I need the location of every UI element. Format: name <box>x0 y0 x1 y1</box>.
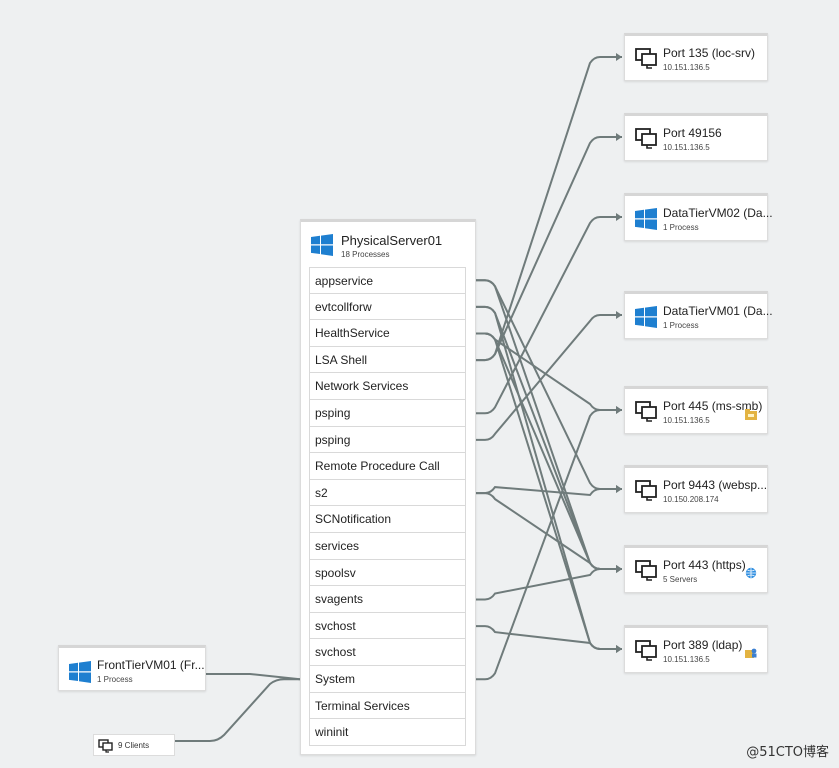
connection-line <box>465 568 622 601</box>
monitor-stack-icon <box>635 401 659 428</box>
target-title: Port 9443 (websp... <box>663 478 768 492</box>
frontend-node[interactable]: FrontTierVM01 (Fr... 1 Process <box>58 645 206 691</box>
monitor-stack-icon <box>635 560 659 587</box>
frontend-subtitle: 1 Process <box>97 675 133 684</box>
windows-logo-icon <box>311 234 333 261</box>
target-subtitle: 10.151.136.5 <box>663 416 710 425</box>
connection-line <box>465 136 622 362</box>
server-subtitle: 18 Processes <box>341 250 390 259</box>
watermark: @51CTO博客 <box>746 745 829 760</box>
target-title: Port 445 (ms-smb) <box>663 399 763 413</box>
target-node-t7[interactable]: Port 389 (ldap) 10.151.136.5 <box>624 625 768 673</box>
target-node-t1[interactable]: Port 49156 10.151.136.5 <box>624 113 768 161</box>
arrow-head <box>616 645 622 653</box>
target-subtitle: 1 Process <box>663 223 699 232</box>
target-title: DataTierVM02 (Da... <box>663 206 773 220</box>
target-subtitle: 10.151.136.5 <box>663 655 710 664</box>
directory-icon <box>745 646 757 664</box>
monitor-stack-icon <box>98 739 114 758</box>
process-row[interactable]: psping <box>309 426 466 454</box>
process-row[interactable]: s2 <box>309 479 466 507</box>
process-row[interactable]: spoolsv <box>309 559 466 587</box>
target-node-t2[interactable]: DataTierVM02 (Da... 1 Process <box>624 193 773 241</box>
target-subtitle: 1 Process <box>663 321 699 330</box>
process-row[interactable]: psping <box>309 399 466 427</box>
process-row[interactable]: wininit <box>309 719 466 746</box>
connection-line <box>465 625 622 650</box>
process-row[interactable]: appservice <box>309 267 466 294</box>
process-row[interactable]: svchost <box>309 639 466 666</box>
connection-line <box>465 305 622 650</box>
globe-icon <box>745 566 757 584</box>
arrow-head <box>616 485 622 493</box>
clients-label: 9 Clients <box>118 741 150 750</box>
connection-line <box>465 279 622 570</box>
clients-node[interactable]: 9 Clients <box>93 734 175 756</box>
windows-logo-icon <box>635 208 657 235</box>
arrow-head <box>616 565 622 573</box>
target-node-t3[interactable]: DataTierVM01 (Da... 1 Process <box>624 291 773 339</box>
process-row[interactable]: services <box>309 532 466 560</box>
process-row[interactable]: Network Services <box>309 373 466 400</box>
connection-line <box>206 673 308 681</box>
windows-logo-icon <box>635 306 657 333</box>
target-title: DataTierVM01 (Da... <box>663 304 773 318</box>
arrow-head <box>616 213 622 221</box>
connection-line <box>465 314 622 441</box>
process-row[interactable]: SCNotification <box>309 506 466 533</box>
connection-line <box>175 678 308 742</box>
target-title: Port 389 (ldap) <box>663 638 743 652</box>
target-subtitle: 10.151.136.5 <box>663 63 710 72</box>
server-title: PhysicalServer01 <box>341 233 443 248</box>
folder-share-icon <box>745 407 757 425</box>
target-subtitle: 5 Servers <box>663 575 698 584</box>
target-title: Port 443 (https) <box>663 558 746 572</box>
target-title: Port 135 (loc-srv) <box>663 46 756 60</box>
target-node-t4[interactable]: Port 445 (ms-smb) 10.151.136.5 <box>624 386 768 434</box>
arrow-head <box>616 53 622 61</box>
target-subtitle: 10.151.136.5 <box>663 143 710 152</box>
connection-line <box>465 305 622 570</box>
process-row[interactable]: System <box>309 665 466 693</box>
arrow-head <box>616 133 622 141</box>
monitor-stack-icon <box>635 128 659 155</box>
process-row[interactable]: LSA Shell <box>309 346 466 374</box>
process-row[interactable]: Terminal Services <box>309 692 466 720</box>
windows-logo-icon <box>69 661 91 688</box>
monitor-stack-icon <box>635 48 659 75</box>
target-title: Port 49156 <box>663 126 722 140</box>
arrow-head <box>616 406 622 414</box>
arrow-head <box>616 311 622 319</box>
server-node[interactable]: PhysicalServer01 18 Processes appservice… <box>300 219 476 755</box>
process-row[interactable]: svchost <box>309 612 466 640</box>
target-subtitle: 10.150.208.174 <box>663 495 719 504</box>
process-row[interactable]: HealthService <box>309 320 466 347</box>
target-node-t5[interactable]: Port 9443 (websp... 10.150.208.174 <box>624 465 768 513</box>
connection-line <box>465 332 622 411</box>
monitor-stack-icon <box>635 640 659 667</box>
frontend-title: FrontTierVM01 (Fr... <box>97 658 205 672</box>
process-row[interactable]: svagents <box>309 586 466 613</box>
connection-line <box>465 216 622 415</box>
connection-line <box>465 409 622 681</box>
connection-line <box>465 332 622 570</box>
target-node-t0[interactable]: Port 135 (loc-srv) 10.151.136.5 <box>624 33 768 81</box>
process-row[interactable]: evtcollforw <box>309 293 466 321</box>
target-node-t6[interactable]: Port 443 (https) 5 Servers <box>624 545 768 593</box>
process-row[interactable]: Remote Procedure Call <box>309 453 466 480</box>
monitor-stack-icon <box>635 480 659 507</box>
connection-line <box>465 492 622 570</box>
